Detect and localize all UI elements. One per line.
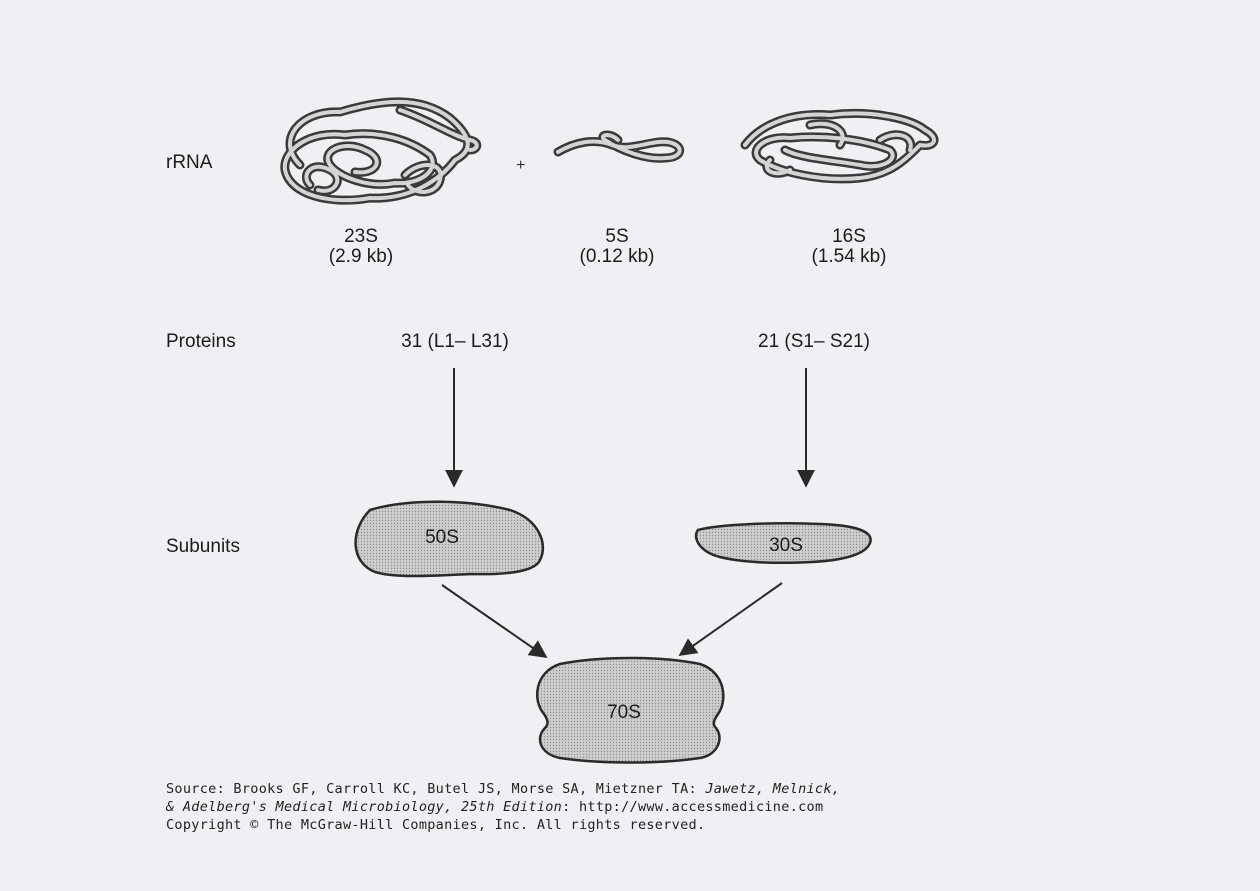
rrna-23s-coil-illustration [280, 97, 482, 205]
rrna-23s-label: 23S [344, 226, 378, 247]
rrna-16s-coil-illustration [740, 109, 939, 184]
rrna-5s-coil-illustration [553, 130, 685, 163]
rrna-23s-size: (2.9 kb) [329, 246, 393, 267]
subunit-50s-shape [354, 500, 545, 578]
source-url: : http://www.accessmedicine.com [562, 799, 824, 815]
ribosome-70s-label: 70S [607, 702, 641, 723]
rrna-5s-label: 5S [605, 226, 628, 247]
source-citation-line-1: Source: Brooks GF, Carroll KC, Butel JS,… [166, 781, 840, 797]
source-citation-line-2: & Adelberg's Medical Microbiology, 25th … [166, 799, 823, 815]
subunit-50s-label: 50S [425, 527, 459, 548]
row-label-proteins: Proteins [166, 331, 236, 352]
row-label-rrna: rRNA [166, 152, 213, 173]
arrow-50s-to-70s [441, 584, 548, 659]
rrna-16s-label: 16S [832, 226, 866, 247]
copyright-notice: Copyright © The McGraw-Hill Companies, I… [166, 817, 706, 833]
subunit-30s-shape [694, 522, 872, 564]
source-book-title-part-1: Jawetz, Melnick, [705, 781, 841, 797]
proteins-small-label: 21 (S1– S21) [758, 331, 870, 352]
row-label-subunits: Subunits [166, 536, 240, 557]
ribosome-70s-shape [536, 656, 725, 764]
plus-sign: + [516, 157, 525, 174]
source-book-title-part-2: & Adelberg's Medical Microbiology, 25th … [166, 799, 563, 815]
rrna-5s-size: (0.12 kb) [580, 246, 655, 267]
proteins-large-label: 31 (L1– L31) [401, 331, 509, 352]
subunit-30s-label: 30S [769, 535, 803, 556]
source-prefix: Source: Brooks GF, Carroll KC, Butel JS,… [166, 781, 706, 797]
rrna-16s-size: (1.54 kb) [812, 246, 887, 267]
arrow-30s-to-70s [678, 582, 783, 657]
